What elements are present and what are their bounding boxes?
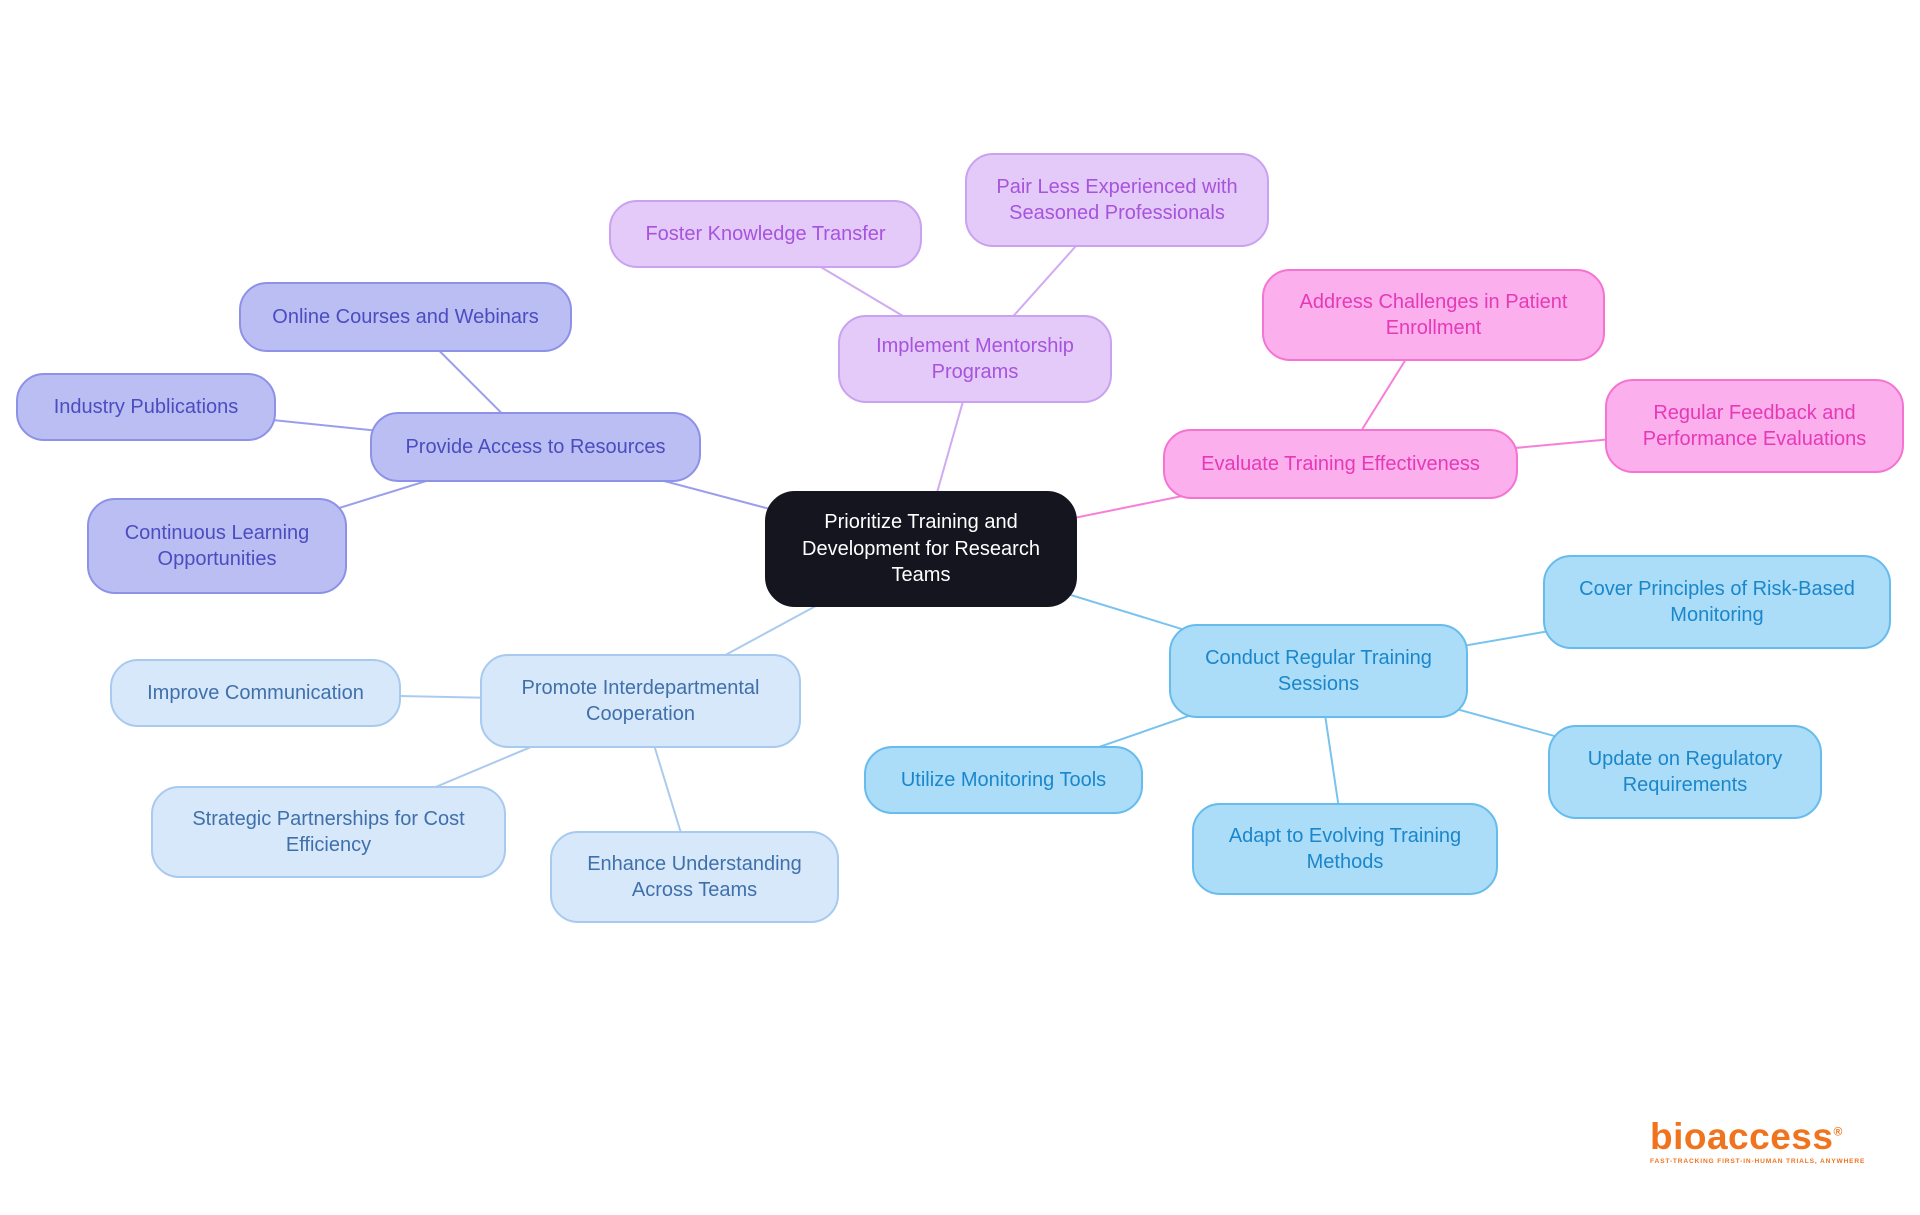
registered-trademark-icon: ® bbox=[1833, 1124, 1843, 1139]
node-label: Address Challenges in Patient Enrollment bbox=[1299, 290, 1568, 339]
node-provide-access-to-resources: Provide Access to Resources bbox=[370, 412, 701, 482]
node-promote-interdepartmental-cooperation: Promote Interdepartmental Cooperation bbox=[480, 654, 801, 748]
node-label: Promote Interdepartmental Cooperation bbox=[521, 676, 760, 725]
node-label: Online Courses and Webinars bbox=[272, 305, 539, 328]
node-label: Evaluate Training Effectiveness bbox=[1201, 452, 1480, 475]
node-label: Strategic Partnerships for Cost Efficien… bbox=[192, 807, 465, 856]
node-continuous-learning-opportunities: Continuous Learning Opportunities bbox=[87, 498, 347, 594]
node-label: Foster Knowledge Transfer bbox=[645, 222, 886, 245]
node-foster-knowledge-transfer: Foster Knowledge Transfer bbox=[609, 200, 922, 268]
node-label: Provide Access to Resources bbox=[405, 435, 666, 458]
node-label: Improve Communication bbox=[147, 681, 364, 704]
node-regular-feedback-and-performance-evaluations: Regular Feedback and Performance Evaluat… bbox=[1605, 379, 1904, 473]
node-label: Conduct Regular Training Sessions bbox=[1205, 646, 1432, 695]
node-update-on-regulatory-requirements: Update on Regulatory Requirements bbox=[1548, 725, 1822, 819]
node-improve-communication: Improve Communication bbox=[110, 659, 401, 727]
logo-wordmark: bioaccess® bbox=[1650, 1118, 1880, 1155]
node-central-topic: Prioritize Training and Development for … bbox=[765, 491, 1077, 607]
logo-tagline: FAST-TRACKING FIRST-IN-HUMAN TRIALS, ANY… bbox=[1650, 1158, 1866, 1165]
node-online-courses-and-webinars: Online Courses and Webinars bbox=[239, 282, 572, 352]
node-label: Enhance Understanding Across Teams bbox=[587, 852, 802, 901]
logo-text: bioaccess bbox=[1650, 1116, 1834, 1157]
node-utilize-monitoring-tools: Utilize Monitoring Tools bbox=[864, 746, 1143, 814]
node-label: Implement Mentorship Programs bbox=[876, 334, 1074, 383]
node-label: Pair Less Experienced with Seasoned Prof… bbox=[996, 175, 1238, 224]
bioaccess-logo: bioaccess® FAST-TRACKING FIRST-IN-HUMAN … bbox=[1650, 1118, 1880, 1165]
node-label: Regular Feedback and Performance Evaluat… bbox=[1642, 401, 1867, 450]
node-label: Cover Principles of Risk-Based Monitorin… bbox=[1579, 577, 1855, 626]
node-label: Update on Regulatory Requirements bbox=[1587, 747, 1783, 796]
node-label: Continuous Learning Opportunities bbox=[124, 521, 310, 570]
node-cover-principles-of-risk-based-monitoring: Cover Principles of Risk-Based Monitorin… bbox=[1543, 555, 1891, 649]
node-label: Prioritize Training and Development for … bbox=[802, 511, 1040, 587]
node-address-challenges-in-patient-enrollment: Address Challenges in Patient Enrollment bbox=[1262, 269, 1605, 361]
node-adapt-to-evolving-training-methods: Adapt to Evolving Training Methods bbox=[1192, 803, 1498, 895]
node-label: Industry Publications bbox=[53, 395, 239, 418]
node-industry-publications: Industry Publications bbox=[16, 373, 276, 441]
node-implement-mentorship-programs: Implement Mentorship Programs bbox=[838, 315, 1112, 403]
node-strategic-partnerships-for-cost-efficiency: Strategic Partnerships for Cost Efficien… bbox=[151, 786, 506, 878]
node-label: Adapt to Evolving Training Methods bbox=[1228, 824, 1462, 873]
node-evaluate-training-effectiveness: Evaluate Training Effectiveness bbox=[1163, 429, 1518, 499]
node-label: Utilize Monitoring Tools bbox=[900, 768, 1107, 791]
node-conduct-regular-training-sessions: Conduct Regular Training Sessions bbox=[1169, 624, 1468, 718]
node-enhance-understanding-across-teams: Enhance Understanding Across Teams bbox=[550, 831, 839, 923]
node-pair-less-experienced-with-seasoned-professionals: Pair Less Experienced with Seasoned Prof… bbox=[965, 153, 1269, 247]
